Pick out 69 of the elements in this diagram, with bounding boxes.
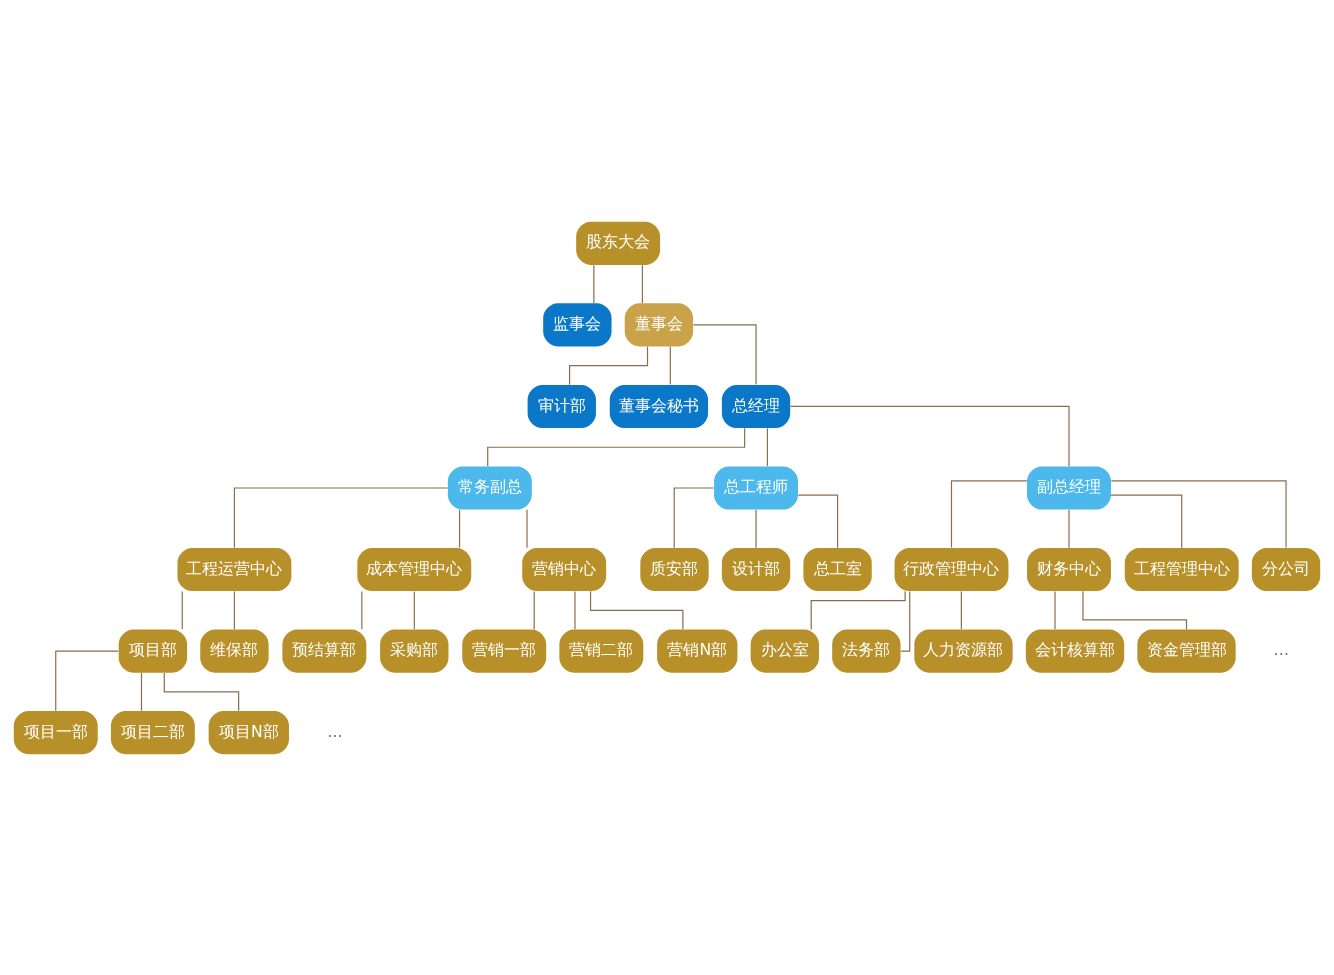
connector [55, 650, 119, 711]
connector [233, 590, 235, 630]
connector [140, 671, 143, 711]
connector [1054, 590, 1056, 630]
node-box: 项目一部 [13, 710, 98, 754]
connector [568, 345, 649, 385]
node-box: 会计核算部 [1025, 629, 1125, 673]
node-box: 营销中心 [522, 547, 607, 591]
node-box: 行政管理中心 [894, 547, 1009, 591]
connector [789, 405, 1070, 467]
connector [692, 323, 757, 385]
node-box: 成本管理中心 [357, 547, 472, 591]
label: … [327, 722, 343, 741]
node-box: 副总经理 [1027, 465, 1111, 510]
node-box: 预结算部 [282, 629, 367, 673]
connector [1082, 590, 1188, 630]
node-box: 审计部 [527, 384, 596, 428]
node-box: 质安部 [640, 547, 709, 591]
node-box: 分公司 [1251, 547, 1321, 591]
node-box: 总工程师 [714, 465, 798, 510]
connector [673, 486, 715, 548]
connector [950, 479, 1028, 548]
connector [361, 590, 363, 630]
connector [533, 590, 535, 630]
connector [641, 264, 643, 304]
connector [960, 590, 962, 630]
connector [181, 590, 183, 630]
connector [669, 345, 671, 385]
node-box: 董事会秘书 [609, 384, 709, 428]
connector [487, 427, 746, 467]
node-box: 项目部 [118, 629, 188, 673]
connector [755, 508, 757, 548]
node-box: 常务副总 [447, 465, 532, 510]
connector [589, 590, 684, 630]
node-box: 办公室 [750, 629, 819, 673]
connector [1110, 479, 1287, 548]
connector [900, 590, 911, 652]
node-box: 项目二部 [110, 710, 195, 754]
node-box: 营销N部 [657, 629, 738, 673]
node-box: 项目N部 [208, 710, 289, 754]
node-box: 总工室 [803, 547, 872, 591]
node-box: 采购部 [380, 629, 449, 673]
node-box: 监事会 [543, 302, 612, 346]
node-box: 法务部 [832, 629, 901, 673]
connector [797, 494, 839, 548]
connector [163, 671, 240, 711]
connector [1068, 508, 1070, 548]
connector [766, 427, 769, 467]
connector [233, 486, 449, 548]
node-box: 设计部 [721, 547, 791, 591]
connector [526, 508, 528, 548]
node-box: 资金管理部 [1137, 629, 1236, 673]
connector [413, 590, 415, 630]
connector [1110, 494, 1183, 548]
connector [810, 590, 906, 630]
label: … [1273, 640, 1290, 659]
connector [458, 508, 461, 548]
connector [574, 590, 576, 630]
node-box: 营销二部 [559, 629, 644, 673]
node-box: 营销一部 [462, 629, 547, 673]
node-box: 总经理 [721, 384, 791, 428]
connector [593, 264, 595, 304]
node-box: 董事会 [624, 302, 694, 346]
node-box: 人力资源部 [914, 629, 1013, 673]
node-box: 工程运营中心 [177, 547, 292, 591]
node-box: 工程管理中心 [1124, 547, 1239, 591]
node-box: 维保部 [200, 629, 269, 673]
node-box: 财务中心 [1027, 547, 1111, 591]
node-box: 股东大会 [576, 221, 661, 265]
